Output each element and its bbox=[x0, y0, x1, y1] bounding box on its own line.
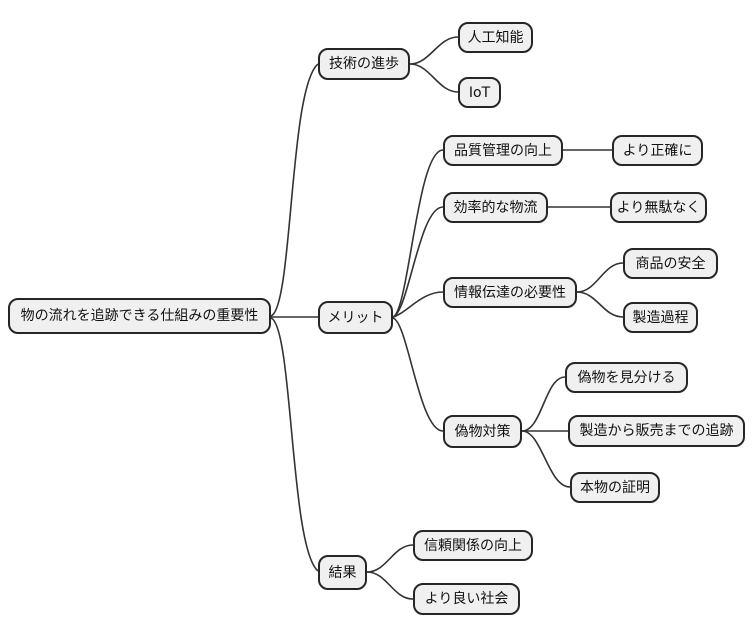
node-nowaste: より無駄なく bbox=[610, 192, 707, 223]
node-trust: 信頼関係の向上 bbox=[413, 530, 533, 561]
edge-root-result bbox=[270, 317, 319, 572]
node-logistics: 効率的な物流 bbox=[443, 192, 548, 223]
edge-merit-info bbox=[392, 291, 444, 318]
edge-info-process bbox=[576, 291, 624, 318]
edge-merit-quality bbox=[392, 149, 444, 318]
edge-result-society bbox=[366, 571, 414, 600]
edge-tech-iot bbox=[409, 63, 459, 93]
node-safety: 商品の安全 bbox=[623, 248, 718, 279]
node-process: 製造過程 bbox=[623, 302, 698, 333]
edge-tech-ai bbox=[409, 36, 459, 65]
edge-info-safety bbox=[576, 262, 624, 293]
node-ai: 人工知能 bbox=[458, 22, 533, 53]
node-root: 物の流れを追跡できる仕組みの重要性 bbox=[8, 298, 271, 334]
edge-merit-logistics bbox=[392, 206, 444, 318]
node-result: 結果 bbox=[318, 555, 367, 590]
edge-result-trust bbox=[366, 544, 414, 573]
node-tech: 技術の進歩 bbox=[318, 48, 410, 80]
edge-root-tech bbox=[270, 63, 319, 317]
edge-fake-proof bbox=[521, 430, 571, 488]
node-iot: IoT bbox=[458, 77, 501, 108]
node-info: 情報伝達の必要性 bbox=[443, 277, 577, 308]
node-accurate: より正確に bbox=[612, 135, 703, 166]
node-quality: 品質管理の向上 bbox=[443, 135, 563, 166]
edge-merit-fake bbox=[392, 317, 444, 432]
node-spot: 偽物を見分ける bbox=[565, 362, 688, 393]
node-proof: 本物の証明 bbox=[570, 472, 660, 503]
node-society: より良い社会 bbox=[413, 583, 520, 615]
node-track: 製造から販売までの追跡 bbox=[568, 415, 745, 447]
node-merit: メリット bbox=[318, 301, 393, 334]
node-fake: 偽物対策 bbox=[443, 415, 522, 448]
edge-fake-spot bbox=[521, 376, 566, 432]
